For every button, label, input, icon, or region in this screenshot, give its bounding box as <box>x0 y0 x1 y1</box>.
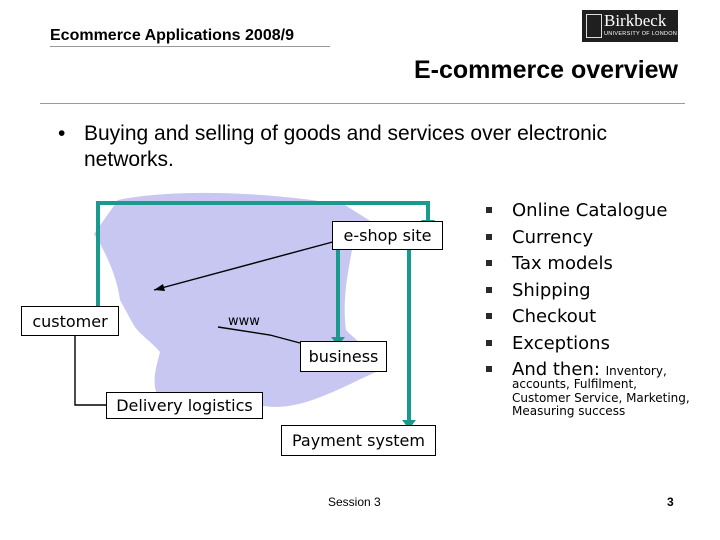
www-diagonal-link <box>153 239 341 291</box>
list-continuation: accounts, Fulfilment, Customer Service, … <box>512 377 690 418</box>
payment-box: Payment system <box>281 425 436 456</box>
bullet-dot: • <box>58 122 66 145</box>
logo-subtitle: UNIVERSITY OF LONDON <box>604 31 678 37</box>
footer-session: Session 3 <box>328 495 381 509</box>
delivery-label: Delivery logistics <box>116 396 253 415</box>
payment-label: Payment system <box>292 431 425 450</box>
payment-arrowhead <box>402 420 416 429</box>
square-bullet-icon <box>486 233 492 240</box>
and-then-label: And then: <box>512 359 600 380</box>
logo-name: Birkbeck <box>604 11 667 30</box>
birkbeck-logo: Birkbeck UNIVERSITY OF LONDON <box>582 10 678 42</box>
list-item-label: Shipping <box>512 279 591 301</box>
square-bullet-icon <box>486 286 492 293</box>
list-item-label: Exceptions <box>512 332 610 354</box>
www-to-business-link <box>217 326 301 344</box>
page-number: 3 <box>667 495 674 509</box>
customer-to-eshop-link <box>96 201 430 312</box>
business-label: business <box>308 347 379 366</box>
square-bullet-icon <box>486 339 492 346</box>
header-rule <box>50 46 330 47</box>
eshop-box: e-shop site <box>332 221 443 250</box>
square-bullet-icon <box>486 366 492 372</box>
square-bullet-icon <box>486 207 492 213</box>
list-item-label: Online Catalogue <box>512 200 668 221</box>
course-title: Ecommerce Applications 2008/9 <box>50 27 294 44</box>
delivery-box: Delivery logistics <box>106 392 263 419</box>
list-item-label: And then: Inventory, <box>512 359 667 380</box>
business-box: business <box>300 341 387 372</box>
list-item-label: Checkout <box>512 306 597 327</box>
www-diagonal-arrowhead <box>154 284 165 291</box>
and-then-detail: Inventory, <box>605 364 667 378</box>
customer-box: customer <box>21 306 119 336</box>
square-bullet-icon <box>486 260 492 266</box>
title-rule <box>40 103 685 104</box>
customer-label: customer <box>32 311 108 331</box>
slide-title: E-commerce overview <box>413 56 678 84</box>
www-label: www <box>228 314 260 329</box>
eshop-label: e-shop site <box>343 226 432 245</box>
crest-icon <box>586 14 602 38</box>
bullet-text: Buying and selling of goods and services… <box>84 122 607 171</box>
list-item-label: Tax models <box>512 253 613 274</box>
list-item-label: Currency <box>512 226 594 248</box>
square-bullet-icon <box>486 313 492 319</box>
